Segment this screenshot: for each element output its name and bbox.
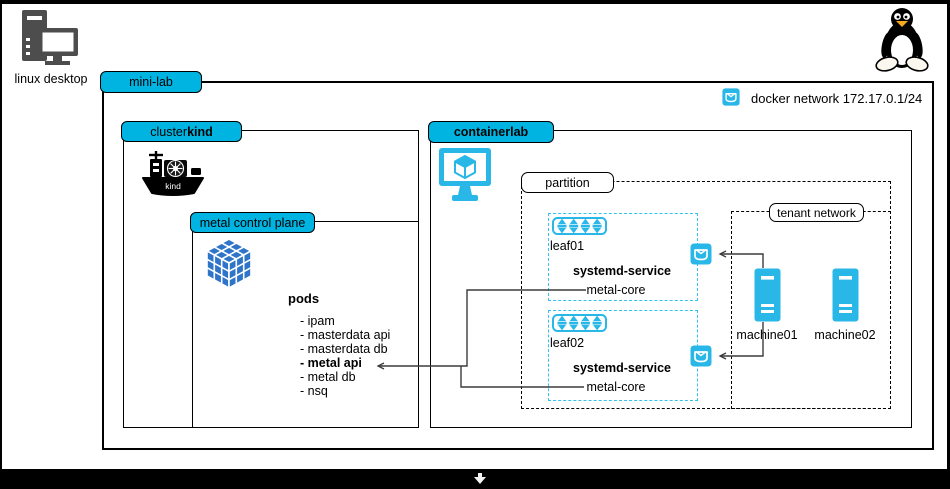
pod-item-masterdata-api: - masterdata api	[300, 328, 391, 342]
containerlab-label: containerlab	[428, 121, 554, 143]
machine02-label: machine02	[814, 328, 876, 342]
kind-ship-icon: kind	[139, 149, 207, 196]
docker-network-icon	[722, 88, 740, 106]
tenant-network-label-text: tenant network	[777, 205, 856, 220]
cluster-kind-label-bold: kind	[187, 124, 213, 139]
leaf02-switch-icon	[552, 314, 607, 332]
leaf01-docker-container-icon	[690, 243, 712, 265]
cluster-kind-label-text: cluster	[150, 124, 188, 139]
containerlab-monitor-icon	[438, 147, 492, 204]
leaf01-name: leaf01	[550, 239, 585, 253]
leaf02-service-unit: metal-core	[586, 380, 646, 394]
bezel-right	[947, 4, 950, 469]
leaf01-switch-icon	[552, 217, 607, 235]
pods-cube-icon	[203, 237, 255, 290]
pod-item-nsq: - nsq	[300, 384, 328, 398]
partition-label: partition	[521, 172, 614, 193]
metal-control-plane-label: metal control plane	[190, 212, 315, 233]
metal-control-plane-label-text: metal control plane	[199, 215, 306, 230]
docker-network-label: docker network 172.17.0.1/24	[751, 91, 923, 106]
tenant-network-label: tenant network	[769, 203, 864, 222]
leaf02-docker-container-icon	[690, 345, 712, 367]
pods-list: - ipam - masterdata api - masterdata db …	[300, 314, 390, 398]
leaf01-service-unit: metal-core	[586, 283, 646, 297]
pod-item-metal-db: - metal db	[300, 370, 356, 384]
tux-linux-icon	[873, 5, 931, 73]
mini-lab-label: mini-lab	[100, 71, 202, 93]
leaf02-name: leaf02	[550, 336, 585, 350]
leaf02-service: systemd-service	[573, 361, 671, 375]
machine01-server-icon	[754, 268, 781, 322]
pods-title: pods	[288, 291, 320, 306]
bezel-bottom	[0, 469, 950, 489]
partition-label-text: partition	[545, 175, 590, 190]
scroll-down-indicator-icon[interactable]	[468, 471, 492, 487]
containerlab-label-text: containerlab	[453, 125, 529, 139]
pod-item-metal-api: - metal api	[300, 356, 362, 370]
mini-lab-box	[102, 81, 934, 450]
bezel-left	[0, 4, 2, 469]
containerlab-box	[430, 130, 912, 428]
machine01-label: machine01	[736, 328, 798, 342]
machine02-server-icon	[832, 268, 859, 322]
kind-ship-text: kind	[165, 181, 181, 191]
pod-item-ipam: - ipam	[300, 314, 335, 328]
pod-item-masterdata-db: - masterdata db	[300, 342, 388, 356]
linux-desktop-label: linux desktop	[14, 72, 88, 86]
bezel-top	[0, 0, 950, 4]
mini-lab-label-text: mini-lab	[129, 75, 173, 89]
leaf01-service: systemd-service	[573, 264, 671, 278]
cluster-kind-label: cluster kind	[121, 121, 242, 142]
linux-desktop-icon	[14, 8, 80, 68]
